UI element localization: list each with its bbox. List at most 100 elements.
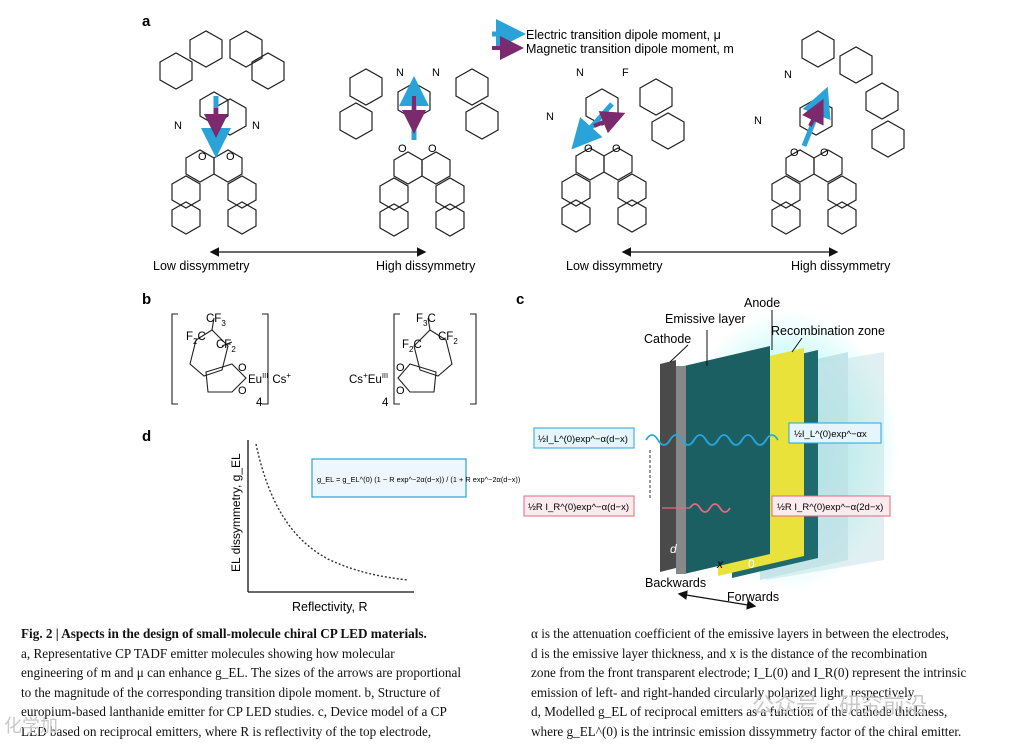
anode-label: Anode xyxy=(744,296,780,310)
atom-f: F xyxy=(622,67,629,79)
panel-d-plot: EL dissymmetry, g_EL Reflectivity, R g_E… xyxy=(229,440,520,614)
molecule-3 xyxy=(561,78,685,233)
atom-labels: N N N N N N F N N O O O O O O O O xyxy=(174,67,829,163)
cf2b-label: CF2 xyxy=(438,331,458,346)
box-left-top xyxy=(533,427,635,449)
box-left-bot-text: ½R I_R^(0)exp^−α(d−x) xyxy=(528,502,629,513)
recombination-zone-label: Recombination zone xyxy=(771,324,885,338)
eu-complex-right xyxy=(393,313,477,405)
atom-o: O xyxy=(226,151,235,163)
caption-line: d, Modelled g_EL of reciprocal emitters … xyxy=(531,704,948,719)
figure-canvas: a b c d Electric transition dipole momen… xyxy=(142,13,905,614)
caption-line: LED based on reciprocal emitters, where … xyxy=(21,723,432,739)
atom-o: O xyxy=(428,143,437,155)
position-x-label: x xyxy=(716,557,724,571)
cf2-label: F2C xyxy=(186,331,206,346)
panel-label-c: c xyxy=(516,291,524,308)
cathode-layer xyxy=(660,360,676,572)
watermark-right: 公众号 · 研究前沿 xyxy=(752,694,927,719)
f2c-label: F2C xyxy=(402,339,422,354)
caption-line: α is the attenuation coefficient of the … xyxy=(531,626,949,641)
legend-magnetic-label: Magnetic transition dipole moment, m xyxy=(526,42,734,56)
panel-d-xlabel: Reflectivity, R xyxy=(292,600,367,614)
dipole-legend: Electric transition dipole moment, μ Mag… xyxy=(492,19,734,60)
magnetic-dipole-arrow xyxy=(593,111,626,134)
electric-dipole-arrow xyxy=(571,102,614,150)
panel-d-ylabel: EL dissymmetry, g_EL xyxy=(229,453,243,572)
caption-line: a, Representative CP TADF emitter molecu… xyxy=(21,645,395,661)
oxygen-label: O xyxy=(238,362,247,374)
caption-line: to the magnitude of the corresponding tr… xyxy=(21,684,441,700)
atom-o: O xyxy=(790,147,799,159)
box-right-bot xyxy=(771,495,891,517)
atom-n: N xyxy=(754,115,762,127)
cf3-label: CF3 xyxy=(206,313,226,328)
magnetic-dipole-arrow xyxy=(802,98,824,127)
panel-label-b: b xyxy=(142,291,151,308)
caption-line: engineering of m and μ can enhance g_EL.… xyxy=(21,665,462,680)
scale2-high-label: High dissymmetry xyxy=(791,259,891,273)
box-right-bot-text: ½R I_R^(0)exp^−α(2d−x) xyxy=(777,502,883,513)
position-zero-label: 0 xyxy=(748,557,755,571)
cf2-label-right: CF2 xyxy=(216,339,236,354)
caption-line: zone from the front transparent electrod… xyxy=(531,665,967,680)
eu-complex-left xyxy=(171,313,269,405)
oxygen-label: O xyxy=(238,385,247,397)
box-right-top xyxy=(788,422,882,444)
gel-decay-curve xyxy=(255,443,409,581)
legend-electric-label: Electric transition dipole moment, μ xyxy=(526,28,721,42)
left-cpl-helix xyxy=(645,434,779,446)
panel-label-a: a xyxy=(142,13,151,30)
emissive-layer-label: Emissive layer xyxy=(665,312,746,326)
oxygen-label: O xyxy=(396,362,405,374)
box-left-bot xyxy=(523,495,635,517)
atom-n: N xyxy=(546,111,554,123)
caption-left: Fig. 2 | Aspects in the design of small-… xyxy=(21,624,499,741)
atom-n: N xyxy=(174,120,182,132)
atom-o: O xyxy=(584,143,593,155)
formula-box xyxy=(311,458,467,498)
atom-o: O xyxy=(612,143,621,155)
count-left: 4 xyxy=(256,397,263,409)
device-model xyxy=(645,310,898,610)
backwards-label: Backwards xyxy=(645,576,706,590)
oxygen-label: O xyxy=(396,385,405,397)
emissive-layer-a xyxy=(684,346,770,574)
atom-n: N xyxy=(784,69,792,81)
formula-text: g_EL = g_EL^(0) (1 − R exp^−2α(d−x)) / (… xyxy=(317,475,520,484)
atom-o: O xyxy=(198,151,207,163)
molecule-2 xyxy=(339,68,499,237)
caption-right: α is the attenuation coefficient of the … xyxy=(531,624,1011,741)
f3c-label: F3C xyxy=(416,313,436,328)
box-left-top-text: ½I_L^(0)exp^−α(d−x) xyxy=(538,434,628,445)
molecule-4 xyxy=(771,30,905,235)
molecule-1 xyxy=(159,30,285,235)
forwards-label: Forwards xyxy=(727,590,779,604)
caption-line: europium-based lanthanide emitter for CP… xyxy=(21,704,447,719)
scale1-high-label: High dissymmetry xyxy=(376,259,476,273)
cathode-layer-side xyxy=(676,366,686,574)
panel-label-d: d xyxy=(142,428,151,445)
caption-line: d is the emissive layer thickness, and x… xyxy=(531,645,928,661)
atom-n: N xyxy=(576,67,584,79)
caption-title: Fig. 2 | Aspects in the design of small-… xyxy=(21,626,427,641)
right-cpl-helix xyxy=(689,503,731,513)
scale1-low-label: Low dissymmetry xyxy=(153,259,250,273)
watermark-left: 化学加 xyxy=(4,716,58,737)
count-right: 4 xyxy=(382,397,389,409)
dipole-arrows xyxy=(201,76,831,158)
atom-o: O xyxy=(398,143,407,155)
cathode-label: Cathode xyxy=(644,332,691,346)
backwards-forwards-arrow xyxy=(677,590,757,610)
atom-n: N xyxy=(396,67,404,79)
eu-label-right: Cs+EuIII xyxy=(349,371,388,386)
thickness-d-label: d xyxy=(670,542,677,556)
scale2-low-label: Low dissymmetry xyxy=(566,259,663,273)
atom-n: N xyxy=(252,120,260,132)
box-right-top-text: ½I_L^(0)exp^−αx xyxy=(794,429,867,440)
caption-line: where g_EL^(0) is the intrinsic emission… xyxy=(531,723,962,739)
caption-line: emission of left- and right-handed circu… xyxy=(531,684,917,700)
atom-n: N xyxy=(432,67,440,79)
atom-o: O xyxy=(820,147,829,159)
